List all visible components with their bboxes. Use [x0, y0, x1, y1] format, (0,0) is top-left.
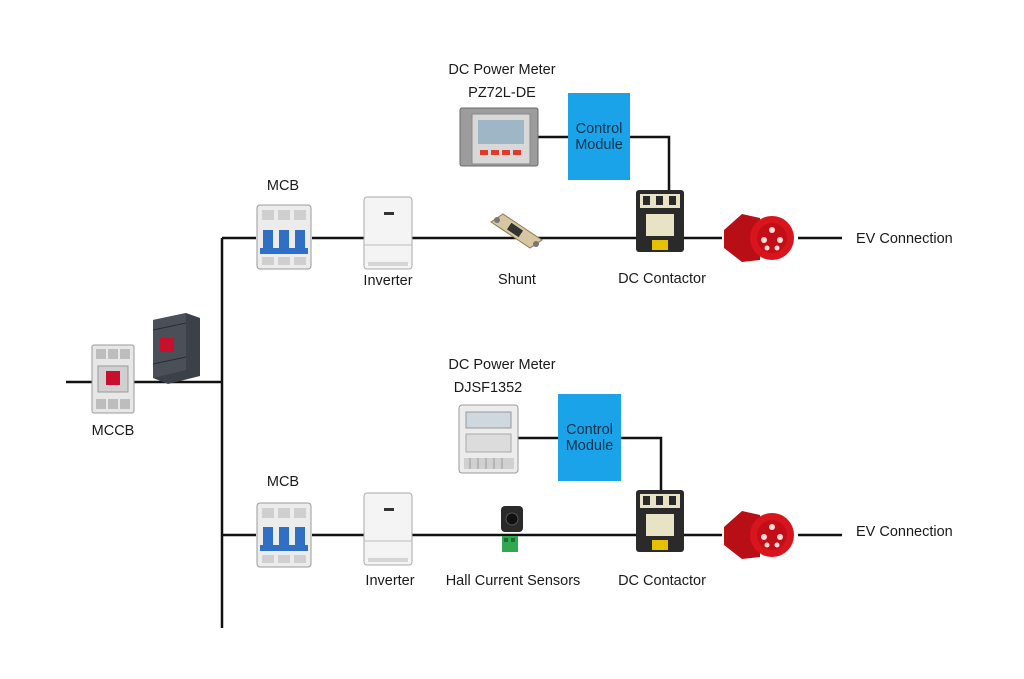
- wire-module-contactor-top: [630, 135, 671, 190]
- label-inverter-bottom: Inverter: [365, 573, 415, 589]
- control-module-top: Control Module: [568, 93, 630, 180]
- label-mcb-top: MCB: [266, 178, 300, 194]
- shunt-icon: [490, 213, 543, 249]
- hall-sensor-icon: [501, 506, 523, 552]
- label-hall-sensors: Hall Current Sensors: [445, 573, 581, 589]
- label-ev-bottom: EV Connection: [856, 524, 953, 540]
- label-meter-top-title: DC Power Meter: [448, 62, 556, 78]
- label-shunt: Shunt: [498, 272, 536, 288]
- dc-power-meter-top-icon: [459, 107, 539, 167]
- dc-contactor-top-icon: [636, 190, 684, 252]
- mccb-icon: [91, 344, 135, 414]
- inverter-bottom-icon: [363, 492, 413, 566]
- label-meter-bottom-title: DC Power Meter: [448, 357, 556, 373]
- control-module-bottom: Control Module: [558, 394, 621, 481]
- ev-plug-top-icon: [724, 214, 794, 262]
- dc-power-meter-bottom-icon: [458, 404, 519, 474]
- wire-module-contactor-bottom: [621, 436, 663, 490]
- control-module-bottom-line2: Module: [565, 437, 614, 454]
- dc-contactor-bottom-icon: [636, 490, 684, 552]
- control-module-top-line2: Module: [575, 136, 623, 153]
- label-inverter-top: Inverter: [363, 273, 413, 289]
- label-meter-top-model: PZ72L-DE: [468, 85, 536, 101]
- mcb-top-icon: [256, 204, 312, 270]
- control-module-top-line1: Control: [575, 120, 623, 137]
- ev-plug-bottom-icon: [724, 511, 794, 559]
- control-module-bottom-line1: Control: [566, 421, 613, 438]
- label-contactor-top: DC Contactor: [618, 271, 706, 287]
- label-ev-top: EV Connection: [856, 231, 953, 247]
- mccb-side-icon: [152, 313, 200, 384]
- mcb-bottom-icon: [256, 502, 312, 568]
- inverter-top-icon: [363, 196, 413, 270]
- label-contactor-bottom: DC Contactor: [618, 573, 706, 589]
- label-mcb-bottom: MCB: [266, 474, 300, 490]
- label-mccb: MCCB: [91, 423, 135, 439]
- label-meter-bottom-model: DJSF1352: [453, 380, 523, 396]
